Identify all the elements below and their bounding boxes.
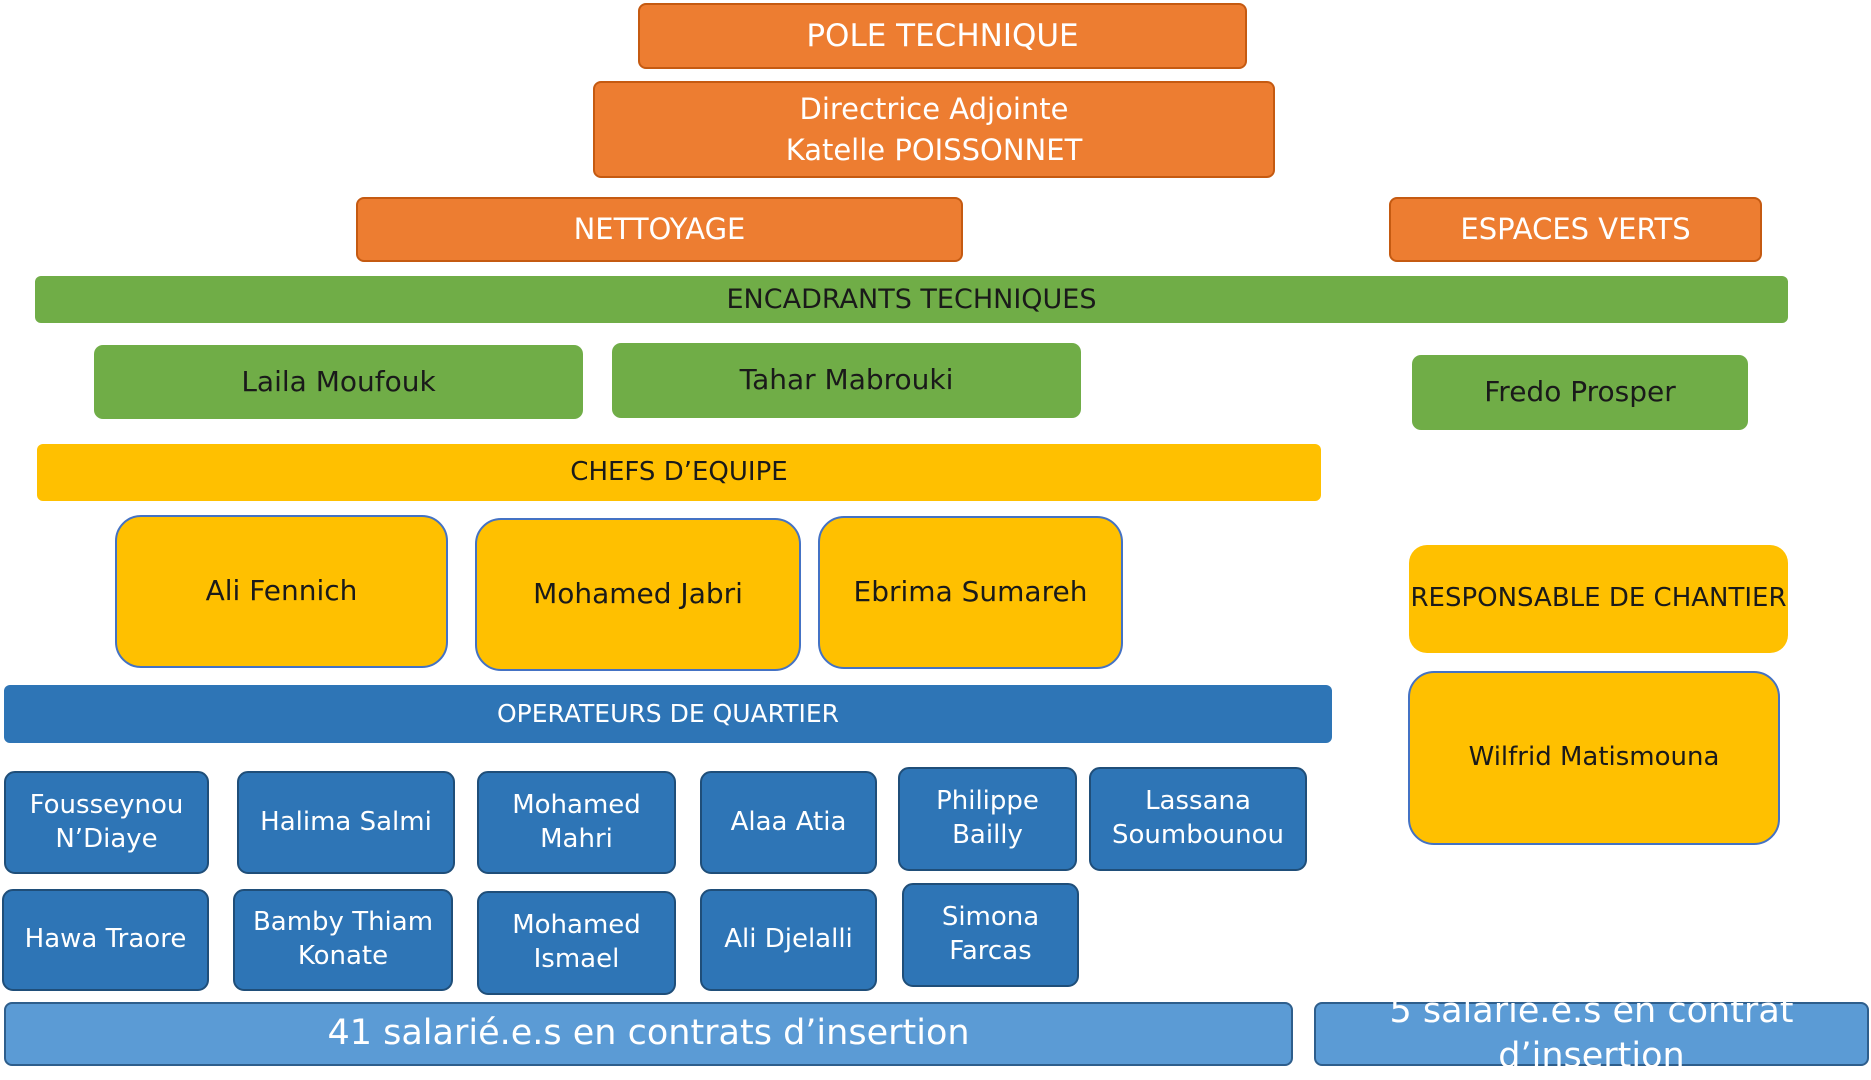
chef-ebrima-sumareh: Ebrima Sumareh — [818, 516, 1123, 669]
operateur-ali-djelalli: Ali Djelalli — [700, 889, 877, 991]
directrice-name: Katelle POISSONNET — [785, 132, 1083, 167]
operateur-hawa: Hawa Traore — [2, 889, 209, 991]
chef-ali-fennich: Ali Fennich — [115, 515, 448, 668]
nettoyage-box: NETTOYAGE — [356, 197, 963, 262]
operateurs-bar: OPERATEURS DE QUARTIER — [4, 685, 1332, 743]
operateur-simona: Simona Farcas — [902, 883, 1079, 987]
operateur-philippe: Philippe Bailly — [898, 767, 1077, 871]
encadrants-bar: ENCADRANTS TECHNIQUES — [35, 276, 1788, 323]
encadrant-laila: Laila Moufouk — [94, 345, 583, 419]
operateur-name-line: Halima Salmi — [260, 806, 432, 837]
operateur-name-line: Mohamed — [512, 789, 641, 820]
encadrant-tahar: Tahar Mabrouki — [612, 343, 1081, 418]
operateur-name-line: Bailly — [952, 820, 1023, 850]
operateur-mohamed-ismael: Mohamed Ismael — [477, 891, 676, 995]
pole-technique-box: POLE TECHNIQUE — [638, 3, 1247, 69]
espaces-verts-box: ESPACES VERTS — [1389, 197, 1762, 262]
espaces-verts-label: ESPACES VERTS — [1460, 211, 1691, 246]
chefs-bar: CHEFS D’EQUIPE — [37, 444, 1321, 501]
chef-name: Mohamed Jabri — [533, 577, 743, 611]
nettoyage-count-box: 41 salarié.e.s en contrats d’insertion — [4, 1002, 1293, 1066]
encadrant-name: Tahar Mabrouki — [739, 363, 954, 397]
responsable-wilfrid: Wilfrid Matismouna — [1408, 671, 1780, 845]
espaces-verts-count-box: 5 salarié.e.s en contrat d’insertion — [1314, 991, 1869, 1076]
nettoyage-label: NETTOYAGE — [573, 211, 746, 246]
operateur-mohamed-mahri: Mohamed Mahri — [477, 771, 676, 874]
responsable-name: Wilfrid Matismouna — [1468, 742, 1720, 773]
operateur-fousseynou: Fousseynou N’Diaye — [4, 771, 209, 874]
operateurs-label: OPERATEURS DE QUARTIER — [496, 698, 840, 728]
operateur-name-line: N’Diaye — [55, 823, 158, 854]
responsable-label: RESPONSABLE DE CHANTIER — [1410, 583, 1787, 614]
operateur-name-line: Mahri — [540, 823, 613, 854]
operateur-lassana: Lassana Soumbounou — [1089, 767, 1307, 871]
directrice-box: Directrice Adjointe Katelle POISSONNET — [593, 81, 1275, 178]
encadrant-name: Laila Moufouk — [241, 364, 436, 398]
responsable-label-box: RESPONSABLE DE CHANTIER — [1409, 545, 1788, 653]
operateur-name-line: Fousseynou — [29, 789, 184, 820]
encadrants-label: ENCADRANTS TECHNIQUES — [726, 283, 1097, 315]
chefs-label: CHEFS D’EQUIPE — [570, 456, 788, 487]
operateur-name-line: Ismael — [533, 944, 620, 974]
operateur-halima: Halima Salmi — [237, 771, 455, 874]
pole-technique-label: POLE TECHNIQUE — [806, 17, 1079, 54]
chef-name: Ebrima Sumareh — [853, 575, 1088, 609]
operateur-name-line: Lassana — [1145, 786, 1251, 817]
chef-name: Ali Fennich — [205, 574, 358, 608]
operateur-alaa: Alaa Atia — [700, 771, 877, 874]
operateur-name-line: Philippe — [936, 786, 1039, 817]
operateur-name-line: Soumbounou — [1112, 820, 1284, 850]
directrice-title: Directrice Adjointe — [799, 92, 1069, 127]
operateur-name-line: Simona — [941, 902, 1040, 933]
espaces-verts-count: 5 salarié.e.s en contrat d’insertion — [1389, 990, 1794, 1077]
encadrant-name: Fredo Prosper — [1484, 375, 1676, 409]
chef-mohamed-jabri: Mohamed Jabri — [475, 518, 801, 671]
operateur-name-line: Konate — [297, 941, 389, 971]
operateur-name-line: Hawa Traore — [24, 924, 187, 955]
operateur-name-line: Farcas — [949, 936, 1032, 966]
nettoyage-count: 41 salarié.e.s en contrats d’insertion — [327, 1013, 970, 1054]
operateur-name-line: Alaa Atia — [730, 806, 847, 837]
operateur-bamby: Bamby Thiam Konate — [233, 889, 453, 991]
operateur-name-line: Ali Djelalli — [724, 924, 853, 955]
encadrant-fredo: Fredo Prosper — [1412, 355, 1748, 430]
operateur-name-line: Mohamed — [512, 910, 641, 941]
operateur-name-line: Bamby Thiam — [252, 907, 434, 938]
